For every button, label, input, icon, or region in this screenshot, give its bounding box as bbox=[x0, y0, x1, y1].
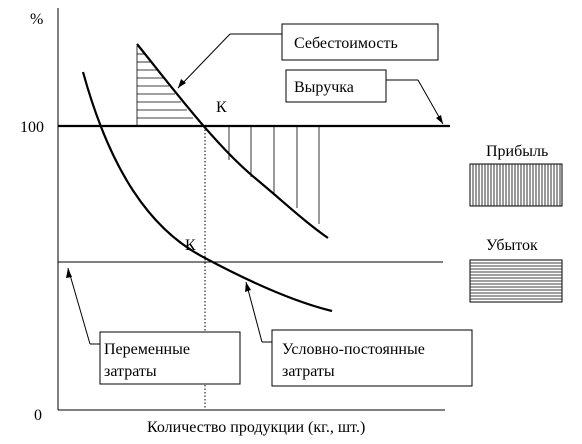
fixed-costs-label-line2: затраты bbox=[282, 363, 335, 380]
break-even-label-lower: К bbox=[185, 237, 196, 254]
cost-arrowhead-icon bbox=[178, 79, 186, 88]
variable-cost-curve bbox=[81, 71, 333, 313]
fixed-costs-leader-diagonal bbox=[245, 281, 263, 343]
legend-loss-label: Убыток bbox=[486, 237, 538, 254]
variable-costs-callout-box bbox=[99, 331, 241, 385]
fixed-costs-label-line1: Условно-постоянные bbox=[282, 341, 425, 358]
cost-curve bbox=[136, 43, 329, 239]
legend-profit-pattern bbox=[472, 164, 561, 206]
variable-costs-label-line2: затраты bbox=[104, 363, 157, 380]
legend-profit-label: Прибыль bbox=[486, 143, 548, 160]
x-axis-label: Количество продукции (кг., шт.) bbox=[147, 419, 365, 436]
revenue-callout-box bbox=[285, 69, 387, 103]
cost-callout-label: Себестоимость bbox=[294, 35, 398, 52]
variable-costs-leader-diagonal bbox=[67, 267, 91, 345]
y-tick-100: 100 bbox=[20, 119, 44, 136]
break-even-label-upper: К bbox=[216, 99, 227, 116]
cost-callout-box bbox=[281, 23, 439, 61]
profit-zone-hatching bbox=[228, 126, 320, 224]
y-tick-0: 0 bbox=[34, 407, 42, 424]
revenue-callout-label: Выручка bbox=[294, 79, 354, 96]
legend-loss-pattern bbox=[470, 262, 562, 300]
revenue-arrowhead-icon bbox=[436, 115, 443, 124]
variable-costs-arrowhead-icon bbox=[66, 268, 72, 278]
loss-zone-hatching bbox=[137, 53, 193, 119]
cost-leader-diagonal bbox=[177, 33, 231, 89]
variable-costs-label-line1: Переменные bbox=[104, 341, 190, 358]
y-unit-label: % bbox=[30, 11, 43, 28]
fixed-costs-arrowhead-icon bbox=[245, 282, 251, 292]
fixed-costs-callout-box bbox=[271, 329, 473, 387]
